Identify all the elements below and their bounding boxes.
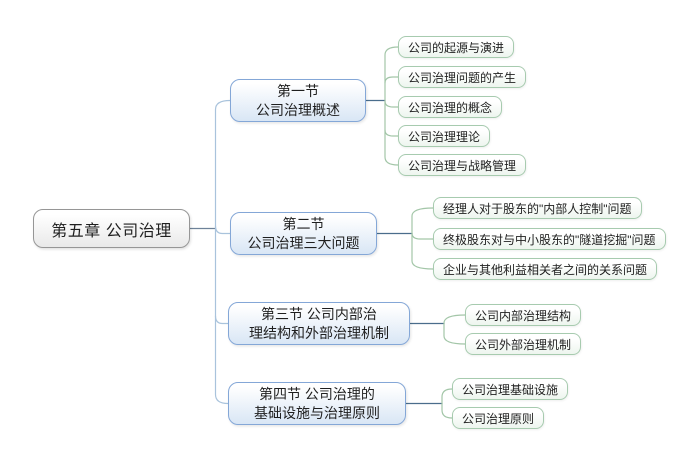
edge-leaf-elbow-1-2 xyxy=(384,76,399,84)
edge-leaf-spine-2 xyxy=(411,207,434,270)
edge-branch-elbow-3 xyxy=(214,315,229,325)
branch-label-line: 公司治理概述 xyxy=(256,101,340,118)
branch-label-line: 第二节 xyxy=(282,215,325,232)
edge-leaf-spine-3 xyxy=(443,314,466,345)
edge-leaf-elbow-1-3 xyxy=(384,100,399,108)
leaf-node-2-2[interactable]: 终极股东对与中小股东的"隧道挖掘"问题 xyxy=(433,228,666,250)
leaf-node-1-4[interactable]: 公司治理理论 xyxy=(398,125,491,147)
branch-label-line: 第四节 公司治理的 xyxy=(259,385,375,402)
leaf-node-2-3[interactable]: 企业与其他利益相关者之间的关系问题 xyxy=(433,258,658,280)
branch-label-line: 第一节 xyxy=(277,82,319,99)
edge-left-spine xyxy=(214,99,231,405)
edge-leaf-elbow-1-4 xyxy=(384,129,399,137)
leaf-node-3-2[interactable]: 公司外部治理机制 xyxy=(465,333,582,355)
leaf-node-1-2[interactable]: 公司治理问题的产生 xyxy=(398,66,527,88)
branch-node-1[interactable]: 第一节公司治理概述 xyxy=(230,79,366,122)
leaf-node-1-5[interactable]: 公司治理与战略管理 xyxy=(398,154,527,176)
edge-leaf-elbow-2-2 xyxy=(411,232,434,240)
branch-node-2[interactable]: 第二节公司治理三大问题 xyxy=(230,212,377,255)
leaf-node-4-1[interactable]: 公司治理基础设施 xyxy=(452,378,569,400)
leaf-node-3-1[interactable]: 公司内部治理结构 xyxy=(465,304,582,326)
leaf-node-1-1[interactable]: 公司的起源与演进 xyxy=(398,36,515,58)
branch-node-3[interactable]: 第三节 公司内部治理结构和外部治理机制 xyxy=(228,302,410,345)
branch-node-4[interactable]: 第四节 公司治理的基础设施与治理原则 xyxy=(228,382,406,425)
edge-leaf-spine-4 xyxy=(441,388,453,419)
branch-label-line: 第三节 公司内部治 xyxy=(261,305,377,322)
branch-label-line: 基础设施与治理原则 xyxy=(254,404,380,421)
root-node[interactable]: 第五章 公司治理 xyxy=(33,209,190,248)
edge-branch-elbow-2 xyxy=(214,225,231,235)
leaf-node-4-2[interactable]: 公司治理原则 xyxy=(452,407,545,429)
leaf-node-1-3[interactable]: 公司治理的概念 xyxy=(398,96,503,118)
branch-label-line: 理结构和外部治理机制 xyxy=(249,324,389,341)
edge-leaf-spine-1 xyxy=(384,46,399,166)
branch-label-line: 公司治理三大问题 xyxy=(247,234,360,251)
leaf-node-2-1[interactable]: 经理人对于股东的"内部人控制"问题 xyxy=(433,197,642,219)
